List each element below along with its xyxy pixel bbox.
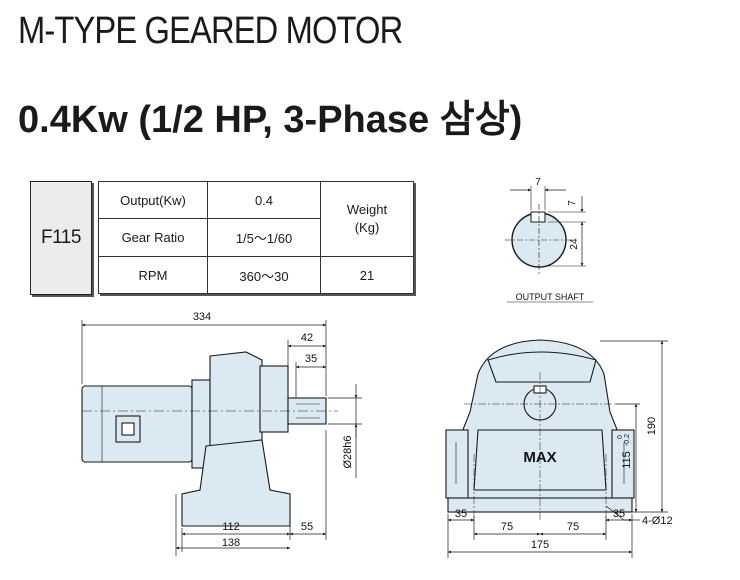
side-view xyxy=(81,351,338,527)
dim-175: 175 xyxy=(531,539,549,551)
shaft-key-depth-dim: 7 xyxy=(567,200,578,206)
dim-75-right: 75 xyxy=(567,521,579,533)
dim-35-right: 35 xyxy=(613,508,625,520)
dim-35-left: 35 xyxy=(455,508,467,520)
spec-ratio-value: 1/5～1/60 xyxy=(207,218,321,257)
dim-55: 55 xyxy=(301,521,313,533)
model-code: F115 xyxy=(41,227,81,248)
spec-ratio-label: Gear Ratio xyxy=(98,218,208,257)
output-shaft-view xyxy=(505,186,586,276)
spec-table: Output(Kw) 0.4 Weight (Kg) Gear Ratio 1/… xyxy=(98,181,414,294)
spec-output-label: Output(Kw) xyxy=(98,181,208,219)
shaft-height-dim: 24 xyxy=(569,238,580,250)
dim-total-length: 334 xyxy=(193,311,211,323)
spec-weight-value: 21 xyxy=(320,256,414,294)
model-badge: F115 xyxy=(30,181,92,295)
dim-42: 42 xyxy=(301,332,313,344)
dim-138: 138 xyxy=(222,537,240,549)
dim-35: 35 xyxy=(305,353,317,365)
dim-shaft-diameter: Ø28h6 xyxy=(342,435,354,468)
dim-115-tolerance-bottom: -0.2 xyxy=(624,434,631,446)
spec-weight-label: Weight (Kg) xyxy=(320,181,414,257)
dim-115: 115 xyxy=(621,451,633,469)
dim-190: 190 xyxy=(646,417,658,435)
dim-holes: 4-Ø12 xyxy=(642,515,673,527)
dim-115-tolerance-top: 0 xyxy=(617,435,624,439)
dim-75-left: 75 xyxy=(501,521,513,533)
page-title: M-TYPE GEARED MOTOR xyxy=(18,10,403,52)
shaft-key-width-dim: 7 xyxy=(535,177,541,188)
spec-rpm-label: RPM xyxy=(98,256,208,294)
output-shaft-caption: OUTPUT SHAFT xyxy=(516,292,585,302)
max-label: MAX xyxy=(523,449,556,466)
spec-rpm-value: 360～30 xyxy=(207,256,321,294)
page-subtitle: 0.4Kw (1/2 HP, 3-Phase 삼상) xyxy=(18,99,523,141)
front-view-dimensions xyxy=(447,340,668,558)
dim-112: 112 xyxy=(222,521,240,533)
side-view-dimensions xyxy=(81,320,362,556)
